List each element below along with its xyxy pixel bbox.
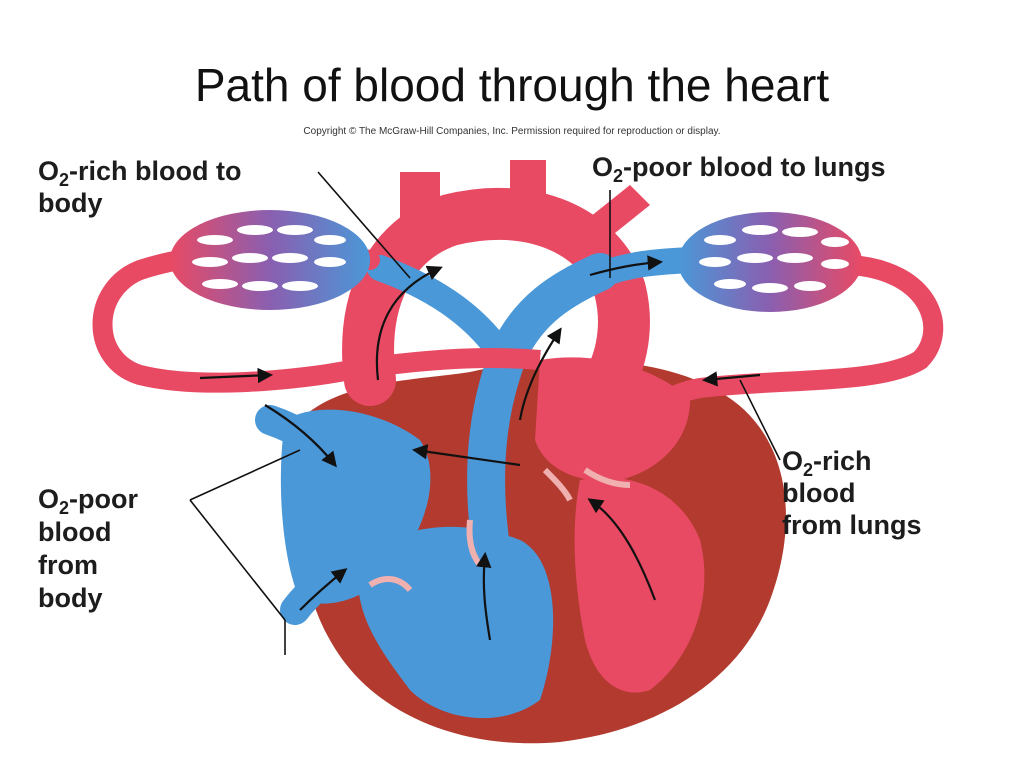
inferior-vena-cava (280, 545, 365, 625)
pulmonary-capillaries (699, 225, 849, 293)
label-o2-rich-from-lungs: O2-rich blood from lungs (782, 446, 922, 540)
systemic-capillaries (192, 225, 346, 291)
leader-lines (189, 171, 781, 655)
copyright-notice: Copyright © The McGraw-Hill Companies, I… (303, 126, 721, 137)
left-ventricle (574, 477, 705, 693)
flow-arrow-pulmonary-right (589, 255, 664, 277)
label-o2-rich-to-body: O2-rich blood to body (38, 156, 249, 218)
leader-o2-rich-from-lungs (739, 379, 781, 461)
mitral-valve (583, 467, 631, 488)
label-o2-poor-to-lungs: O2-poor blood to lungs (592, 152, 885, 186)
pulmonary-artery-left (367, 255, 518, 373)
aorta-branch-2 (510, 160, 546, 232)
aorta-branch-3 (580, 185, 650, 245)
slide-title: Path of blood through the heart (194, 59, 830, 111)
flow-arrow-systemic-return (199, 367, 274, 384)
aorta-branch-1 (400, 172, 440, 242)
pulmonary-vessel-return (630, 255, 944, 450)
flow-arrow-rv-up (476, 551, 492, 641)
leader-o2-poor-from-body-upper (189, 449, 301, 501)
flow-arrow-pulmonary-return (701, 371, 761, 387)
aortic-valve (542, 467, 573, 502)
leader-o2-poor-from-body-lower (189, 499, 286, 621)
flow-arrow-pulmonary-trunk (518, 327, 562, 421)
tricuspid-valve (368, 576, 413, 593)
flow-arrow-left-ventricle (587, 498, 657, 601)
flow-arrow-ivc (299, 568, 348, 611)
right-ventricle (358, 526, 554, 719)
label-o2-poor-from-body: O2-poor blood from body (38, 484, 146, 613)
flow-arrow-aorta-up (375, 265, 443, 381)
flow-arrow-svc (264, 404, 337, 468)
left-atrium (535, 357, 690, 481)
systemic-return (348, 348, 541, 380)
leader-o2-rich-to-body (317, 171, 411, 279)
flow-arrow-to-aorta (411, 444, 521, 467)
flow-arrows (199, 255, 761, 641)
